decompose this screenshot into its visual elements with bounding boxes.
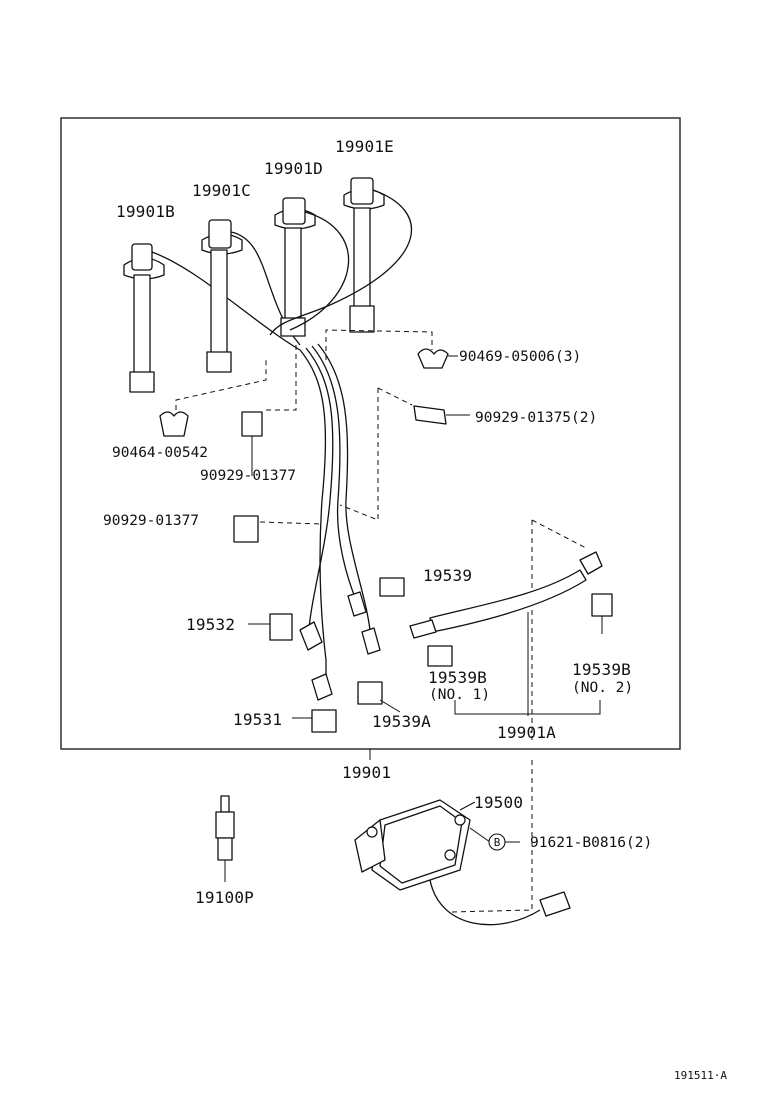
label-19500: 19500 (474, 793, 523, 812)
clamp-90929-01377-a (241, 411, 263, 476)
label-19539B-2: 19539B (572, 660, 631, 679)
cap-19539B-1 (427, 645, 453, 667)
label-19100P: 19100P (195, 888, 254, 907)
cap-19539 (379, 577, 405, 597)
label-19901B: 19901B (116, 202, 175, 221)
label-19531: 19531 (233, 710, 282, 729)
diagram-reference-code: 191511·A (674, 1069, 727, 1082)
ignition-coil-19500 (354, 799, 571, 926)
clamp-90464 (159, 411, 189, 437)
label-91621-B0816: 91621-B0816(2) (530, 835, 652, 851)
label-19901D: 19901D (264, 159, 323, 178)
coil-lead-19901A (409, 551, 603, 716)
wire-bundle (299, 343, 381, 701)
clamp-90929-01375 (413, 405, 470, 425)
spark-plug-19100P (215, 795, 235, 882)
cable-19901C (201, 219, 301, 373)
label-90929-01377-a: 90929-01377 (200, 468, 296, 484)
cap-19532 (248, 613, 293, 641)
clamp-90469 (417, 348, 458, 369)
cap-19539B-2 (591, 593, 613, 634)
circle-marker-letter: B (494, 836, 501, 849)
label-19539A: 19539A (372, 712, 431, 731)
dashed-leaders (175, 329, 587, 913)
label-90464-00542: 90464-00542 (112, 445, 208, 461)
label-19539: 19539 (423, 566, 472, 585)
clamp-90929-01377-b (233, 515, 259, 543)
label-90929-01377-b: 90929-01377 (103, 513, 199, 529)
label-19901E: 19901E (335, 137, 394, 156)
cap-19531 (292, 709, 337, 733)
cable-19901D (274, 197, 350, 337)
label-90469-05006: 90469-05006(3) (459, 349, 581, 365)
cap-19539A (357, 681, 401, 713)
label-19901A: 19901A (497, 723, 556, 742)
cable-19901B (123, 243, 301, 393)
label-90929-01375: 90929-01375(2) (475, 410, 597, 426)
label-19539B-1: 19539B (428, 668, 487, 687)
label-no1: (NO. 1) (429, 687, 490, 703)
label-19901C: 19901C (192, 181, 251, 200)
label-19901: 19901 (342, 763, 391, 782)
label-19532: 19532 (186, 615, 235, 634)
cable-19901E (269, 177, 412, 336)
label-no2: (NO. 2) (572, 680, 633, 696)
bracket-19901A (454, 700, 601, 715)
